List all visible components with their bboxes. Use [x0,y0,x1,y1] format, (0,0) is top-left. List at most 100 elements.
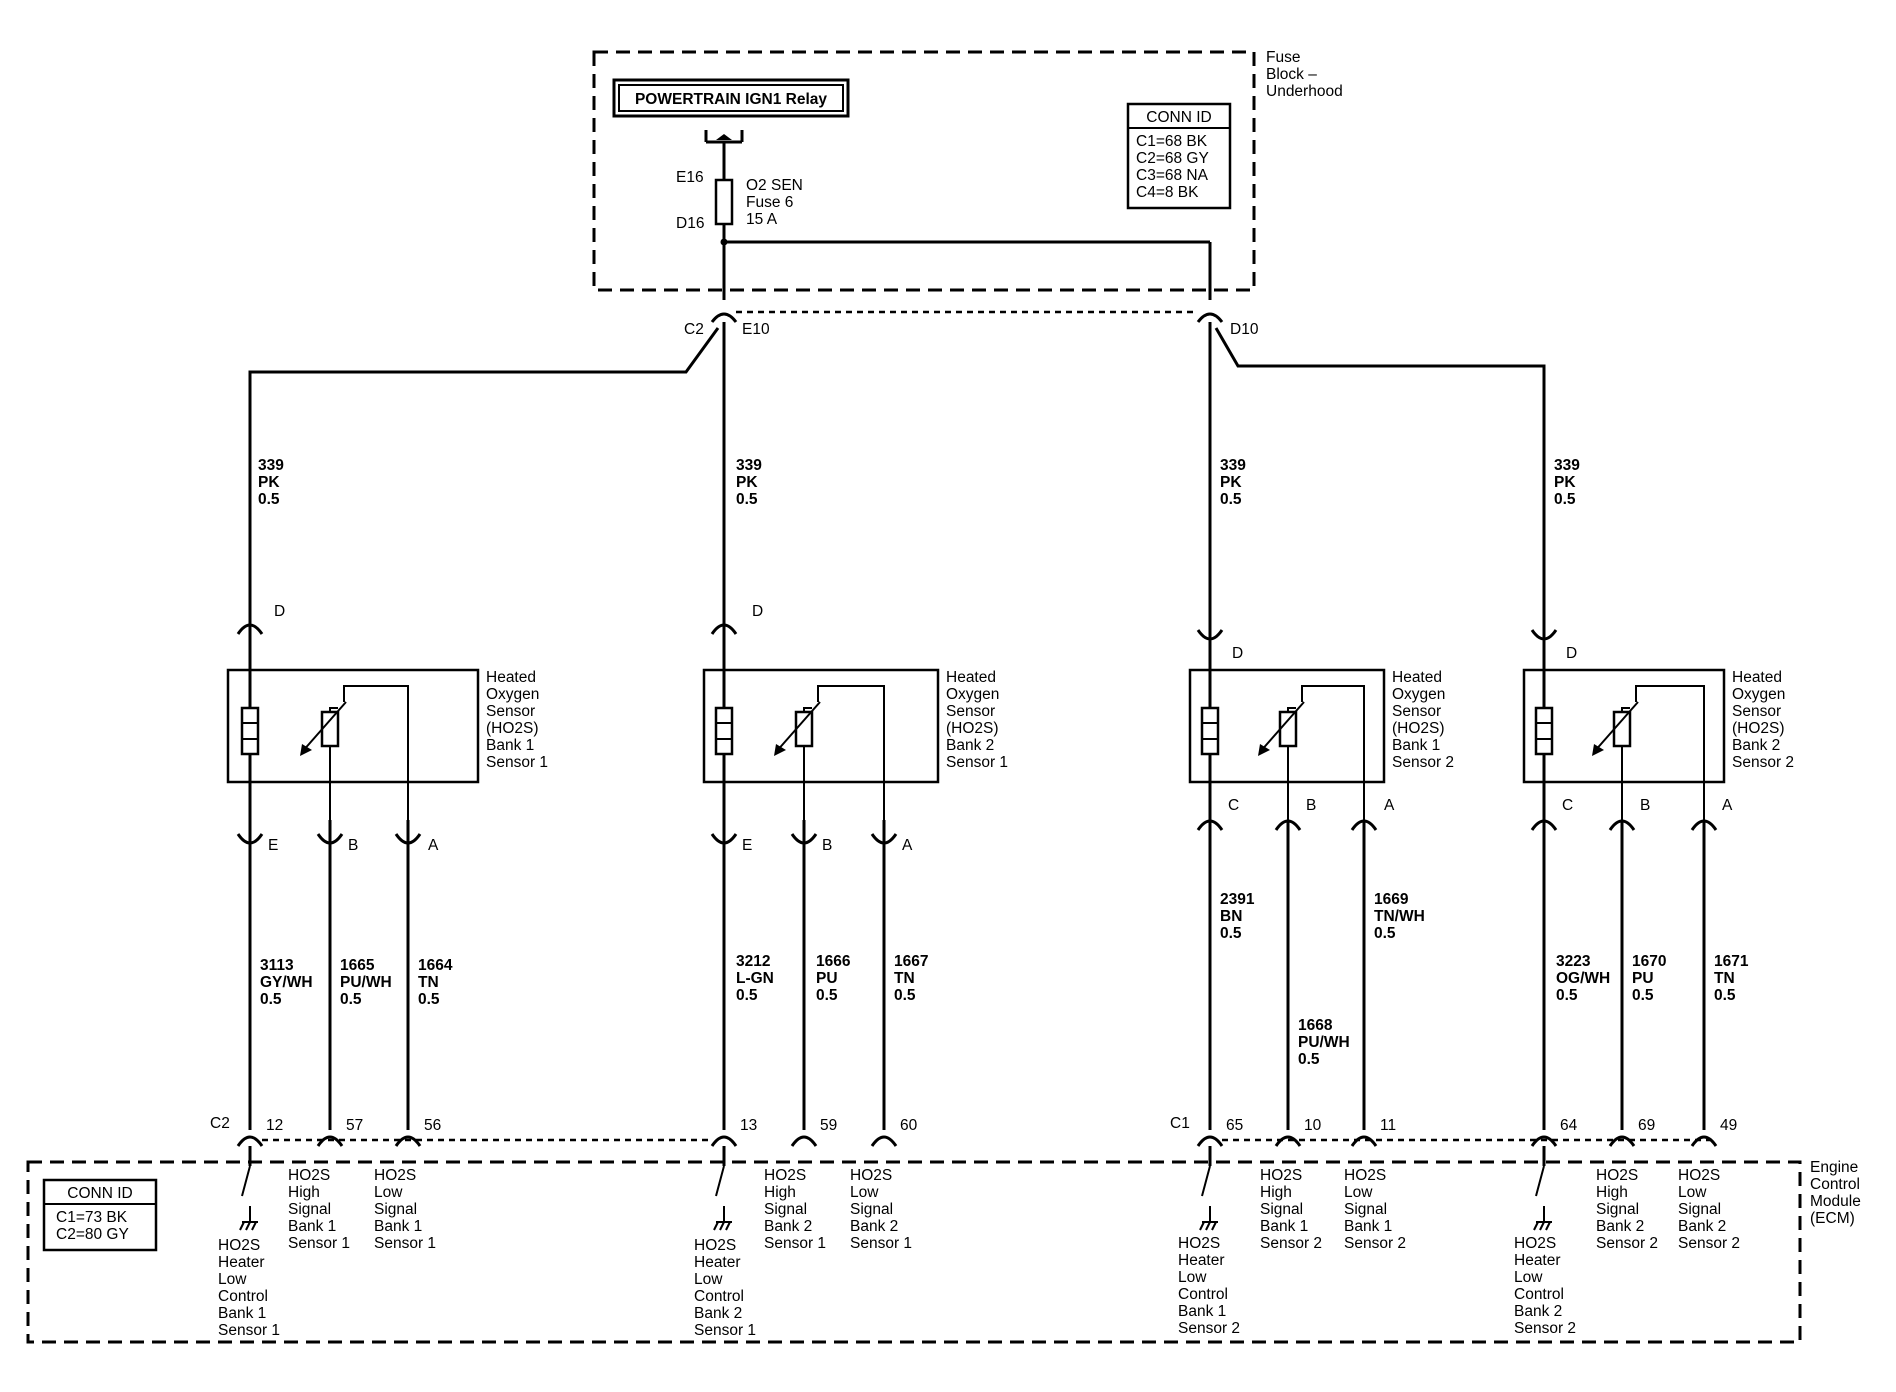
wire-label: 0.5 [1298,1051,1320,1068]
connector-icon [710,312,738,323]
connector-icon [236,833,264,845]
sensor-power-pin: D [752,603,763,620]
ecm-circuit-label: Bank 1 [288,1218,336,1235]
sensor-name: Heated [946,669,996,686]
connector-icon [394,833,422,845]
wire-label: 1665 [340,957,375,974]
ecm-circuit-label: Sensor 1 [764,1235,826,1252]
ecm-circuit-label: High [288,1184,320,1201]
connector-icon [316,833,344,845]
ecm-circuit-label: Sensor 2 [1344,1235,1406,1252]
fuse-block: Fuse Block – Underhood POWERTRAIN IGN1 R… [592,49,1343,300]
ecm-pin: 69 [1638,1117,1655,1134]
wire-label: 0.5 [1220,925,1242,942]
sensor-pin: B [822,837,832,854]
sensor-pin: A [428,837,439,854]
power-wire-label: 339 [736,457,762,474]
fuse-label-1: O2 SEN [746,177,803,194]
connector-icon [1274,1135,1302,1147]
ecm-circuit-label: Heater [218,1254,265,1271]
fuse-label-3: 15 A [746,211,778,228]
ecm-circuit-label: Control [694,1288,744,1305]
ground-icon [713,1206,732,1231]
ecm-circuit-label: Signal [1260,1201,1303,1218]
ecm-pin: 59 [820,1117,837,1134]
power-wire-label: PK [1220,474,1242,491]
power-wire-label: PK [1554,474,1576,491]
sensor-pin: C [1562,797,1573,814]
ecm-pin: 56 [424,1117,441,1134]
sensor-name: Sensor 1 [946,754,1008,771]
ecm-circuit-label: Signal [1678,1201,1721,1218]
sensor-body [226,668,480,784]
ecm-circuit-label: Bank 2 [1678,1218,1726,1235]
ecm-pin: 60 [900,1117,918,1134]
heater-icon [240,706,260,756]
wire-label: TN [418,974,439,991]
power-wire-label: PK [258,474,280,491]
ecm-circuit-label: Bank 1 [1344,1218,1392,1235]
fuse-output-connectors: C2 E10 D10 [684,310,1259,338]
sensor-element-icon [1258,701,1305,756]
fuse-icon [714,178,734,226]
sensor-name: Oxygen [1732,686,1785,703]
fuse-conn-id-title: CONN ID [1146,109,1211,126]
ecm-circuit-label: HO2S [288,1167,330,1184]
fuse-block-label-3: Underhood [1266,83,1343,100]
ecm-pin: 64 [1560,1117,1578,1134]
ecm-circuit-label: Low [1178,1269,1207,1286]
ecm-label-2: Control [1810,1176,1860,1193]
sensor-name: Sensor 1 [486,754,548,771]
connector-icon [1274,819,1302,831]
sensor-name: (HO2S) [1732,720,1785,737]
sensor-name: Sensor [1732,703,1781,720]
sensor-bank1-sensor2: 339 PK 0.5 D Heated Oxygen Sensor (HO2S)… [1188,457,1454,1130]
sensor-name: (HO2S) [1392,720,1445,737]
wire-label: BN [1220,908,1242,925]
connector-icon [1690,819,1718,831]
ecm-circuit-label: High [1596,1184,1628,1201]
connector-icon [1196,312,1224,323]
wire-label: 0.5 [816,987,838,1004]
sensor-name: Oxygen [1392,686,1445,703]
ecm-conn-left: C2 [210,1115,230,1132]
wire-label: PU [816,970,838,987]
ecm-circuit-label: Heater [1178,1252,1225,1269]
ecm-circuit-label: Bank 1 [1178,1303,1226,1320]
ecm-circuit-label: Heater [694,1254,741,1271]
ecm-label-3: Module [1810,1193,1861,1210]
ecm-circuit-label: Signal [288,1201,331,1218]
power-wire-label: 339 [258,457,284,474]
wire-label: 1667 [894,953,928,970]
sensor-name: (HO2S) [486,720,539,737]
connector-icon [1608,819,1636,831]
connector-icon [710,1135,738,1147]
ecm-pin: 13 [740,1117,757,1134]
relay-box-outer [612,78,850,118]
wire-label: 2391 [1220,891,1255,908]
ecm-driver-bank1-sensor1 [239,1146,258,1231]
power-wire-label: 339 [1220,457,1246,474]
ecm-circuit-label: Bank 2 [850,1218,898,1235]
fuse-out-pin-left: E10 [742,321,770,338]
ecm-circuit-label: Heater [1514,1252,1561,1269]
ecm-circuit-label: High [1260,1184,1292,1201]
sensor-name: Oxygen [486,686,539,703]
ecm-circuit-label: Signal [850,1201,893,1218]
wire-label: PU/WH [340,974,392,991]
connector-icon [1690,1135,1718,1147]
ecm-circuit-label: Control [1514,1286,1564,1303]
ecm-circuit-label: Signal [374,1201,417,1218]
wire-label: 0.5 [1556,987,1578,1004]
fuse-conn-id-4: C4=8 BK [1136,184,1199,201]
ecm-pin: 49 [1720,1117,1737,1134]
ecm-circuit-label: Signal [764,1201,807,1218]
sensor-bank1-sensor1: 339 PK 0.5 D Heated Oxygen Sensor (HO2S)… [226,457,548,1130]
sensor-pin: E [268,837,278,854]
ecm: Engine Control Module (ECM) CONN ID C1=7… [26,1115,1861,1344]
wire-label: GY/WH [260,974,313,991]
ecm-circuit-label: HO2S [1514,1235,1556,1252]
fuse-bottom-pin: D16 [676,215,704,232]
ecm-circuit-label: HO2S [694,1237,736,1254]
